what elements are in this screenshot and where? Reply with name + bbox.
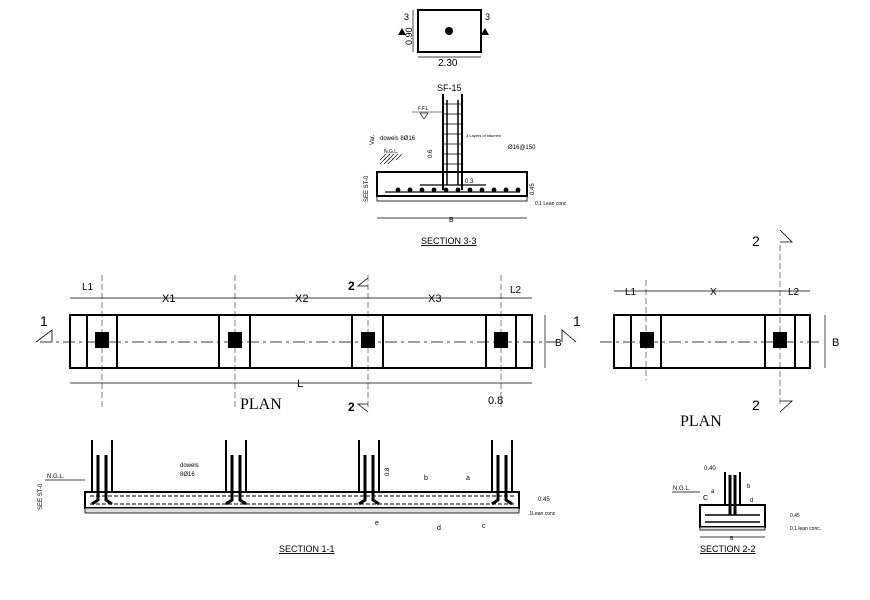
label-a-2: a	[711, 489, 715, 495]
dim-045-label-1: 0.45	[538, 497, 550, 503]
dim-045-label-2: 0.45	[790, 513, 800, 519]
b-label-3: B	[449, 217, 454, 224]
ngl-label-3: N.G.L.	[384, 149, 398, 155]
section-2-2-title: SECTION 2-2	[700, 544, 756, 554]
plan2-cut-2-bottom: 2	[752, 397, 760, 413]
plan1-x3: X3	[428, 293, 441, 305]
column-tag: SF-15	[437, 83, 462, 93]
dim-045-label-3: 0.45	[530, 183, 536, 195]
lean-conc-label-2: 0.1 lean conc.	[790, 526, 821, 532]
plan-2: L1 X L2 B 2 2 PLAN	[600, 229, 839, 430]
dim-040-label-2: 0.40	[704, 466, 716, 472]
label-b-1: b	[424, 475, 428, 482]
bar-spacing-label: Ø16@150	[508, 145, 536, 151]
plan1-l1: L1	[82, 282, 94, 293]
plan1-title: PLAN	[240, 396, 282, 413]
var-label: Var.	[370, 134, 376, 145]
lean-conc-label-1: .1Lean conc	[528, 511, 556, 517]
ngl-label-2: N.G.L.	[673, 486, 691, 492]
section-3-3-title: SECTION 3-3	[421, 236, 477, 246]
section-1-1-title: SECTION 1-1	[279, 544, 335, 554]
dim-08-label-1: 0.8	[385, 467, 391, 476]
section-1-1: N.G.L. SEE ST-0 dowels 8Ø16 0.8 0.45 .1L…	[38, 440, 556, 554]
dim-03-label: 0.3	[465, 179, 474, 185]
see-st0-label-3: SEE ST-0	[364, 175, 370, 202]
label-d-2: d	[750, 498, 753, 504]
lean-conc-label-3: 0.1 Lean conc	[535, 201, 567, 207]
column-height-label: 0.90	[404, 27, 414, 45]
label-b-2: b	[747, 484, 751, 490]
plan1-cut-2-bottom: 2	[348, 400, 355, 414]
column-detail: 3 3 0.90 2.30	[398, 9, 490, 69]
column-width-label: 2.30	[438, 58, 458, 69]
plan1-l2: L2	[510, 285, 522, 296]
plan2-l2: L2	[788, 287, 800, 298]
label-a-1: a	[466, 475, 470, 482]
section-mark-right: 3	[485, 12, 490, 22]
plan1-cut-1-right: 1	[573, 313, 581, 329]
section-2-2: 0.40 N.G.L. C a b d 0.45 0.1 lean conc. …	[672, 466, 821, 554]
label-c-2: C	[703, 495, 708, 502]
plan1-x2: X2	[295, 293, 308, 305]
plan1-cut-1-left: 1	[40, 313, 48, 329]
plan2-x: X	[710, 287, 717, 298]
ngl-label-1: N.G.L.	[47, 474, 65, 480]
plan1-x1: X1	[162, 293, 175, 305]
dowels-label-1: dowels	[180, 463, 199, 469]
bitumen-label: 3 Layers of bitumen	[466, 133, 501, 138]
plan1-dim-08: 0.8	[488, 395, 503, 407]
plan2-l1: L1	[625, 287, 637, 298]
dowels-size-label-1: 8Ø16	[180, 472, 195, 478]
section-mark-left: 3	[404, 12, 409, 22]
ffl-label: F.F.L	[418, 106, 429, 112]
see-st0-label-1: SEE ST-0	[38, 483, 44, 510]
plan-1: L1 X1 X2 X3 L2 L B 1 1 2 2 0.8 PLAN	[35, 275, 581, 414]
section-3-3: SF-15 F.F.L dowels 8Ø16 3 Layers of bitu…	[364, 83, 567, 246]
plan1-l: L	[297, 378, 303, 390]
label-c-1: c	[482, 523, 486, 530]
plan2-b: B	[832, 337, 839, 349]
plan2-cut-2-top: 2	[752, 233, 760, 249]
plan1-cut-2-top: 2	[348, 279, 355, 293]
label-e-1: e	[375, 520, 379, 527]
plan1-b: B	[555, 338, 562, 349]
dim-06-label: 0.6	[428, 149, 434, 158]
label-B-2: B	[730, 536, 734, 542]
label-d-1: d	[437, 525, 441, 532]
plan2-title: PLAN	[680, 413, 722, 430]
dowels-label: dowels 8Ø16	[380, 136, 416, 142]
